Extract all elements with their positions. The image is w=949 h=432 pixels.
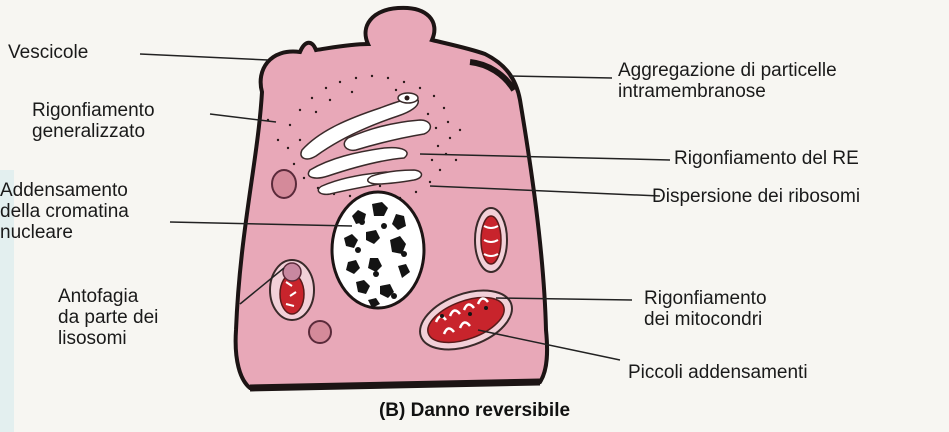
vesicle-small	[272, 170, 296, 198]
lysosome-bottom	[309, 321, 331, 343]
label-rigonfiamento-mitocondri: Rigonfiamento dei mitocondri	[644, 288, 767, 330]
lysosome-top	[283, 263, 301, 281]
label-antofagia: Antofagia da parte dei lisosomi	[58, 286, 158, 349]
label-addensamento-cromatina: Addensamento della cromatina nucleare	[0, 180, 129, 243]
figure-caption: (B) Danno reversibile	[0, 400, 949, 422]
label-rigonfiamento-generalizzato: Rigonfiamento generalizzato	[32, 100, 155, 142]
label-piccoli-addensamenti: Piccoli addensamenti	[628, 362, 808, 383]
label-vescicole: Vescicole	[8, 42, 88, 63]
label-dispersione-ribosomi: Dispersione dei ribosomi	[652, 186, 860, 207]
label-rigonfiamento-re: Rigonfiamento del RE	[674, 148, 859, 169]
label-aggregazione: Aggregazione di particelle intramembrano…	[618, 60, 837, 102]
